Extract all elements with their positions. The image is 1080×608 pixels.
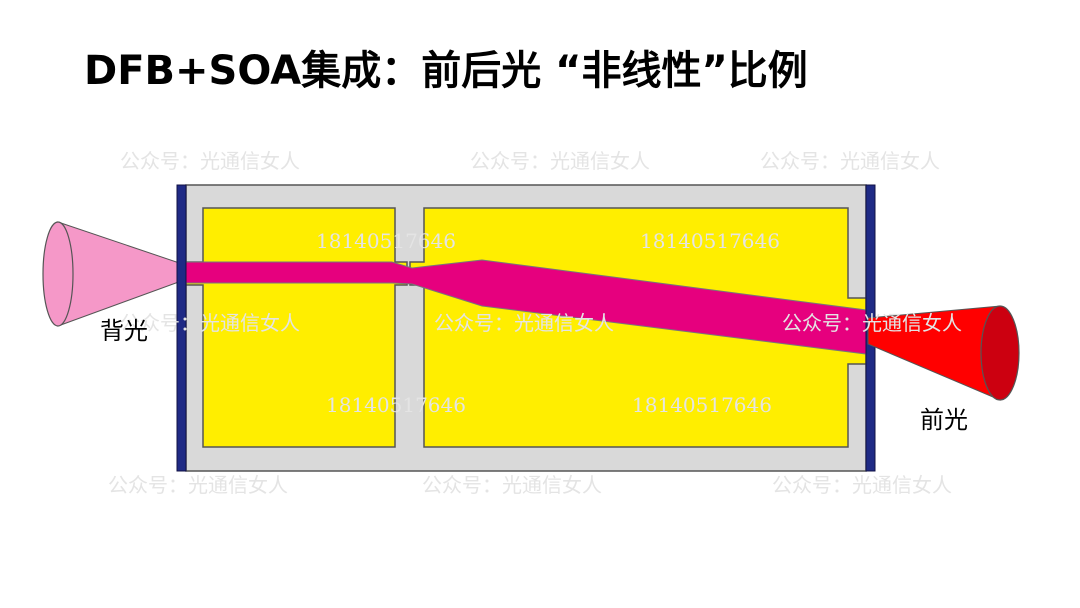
watermark-account: 公众号：光通信女人	[434, 311, 614, 335]
watermark-overlay: 18140517646 18140517646 18140517646 1814…	[120, 229, 962, 417]
watermark-account: 公众号：光通信女人	[422, 473, 602, 497]
watermark-account: 公众号：光通信女人	[470, 149, 650, 173]
watermark-account: 公众号：光通信女人	[120, 149, 300, 173]
watermark-phone: 18140517646	[326, 393, 466, 417]
watermark-account: 公众号：光通信女人	[108, 473, 288, 497]
watermark-phone: 18140517646	[632, 393, 772, 417]
back-facet	[176, 184, 187, 472]
watermark-phone: 18140517646	[316, 229, 456, 253]
watermark-layer: 公众号：光通信女人 公众号：光通信女人 公众号：光通信女人 公众号：光通信女人 …	[108, 149, 952, 497]
back-light-cone	[42, 221, 208, 327]
front-light-cone	[867, 305, 1020, 401]
watermark-account: 公众号：光通信女人	[760, 149, 940, 173]
back-light-label: 背光	[100, 317, 148, 345]
watermark-account: 公众号：光通信女人	[782, 311, 962, 335]
watermark-phone: 18140517646	[640, 229, 780, 253]
slide-title: DFB+SOA集成：前后光 “非线性”比例	[84, 48, 808, 94]
front-light-label: 前光	[920, 406, 968, 434]
watermark-account: 公众号：光通信女人	[120, 311, 300, 335]
watermark-account: 公众号：光通信女人	[772, 473, 952, 497]
